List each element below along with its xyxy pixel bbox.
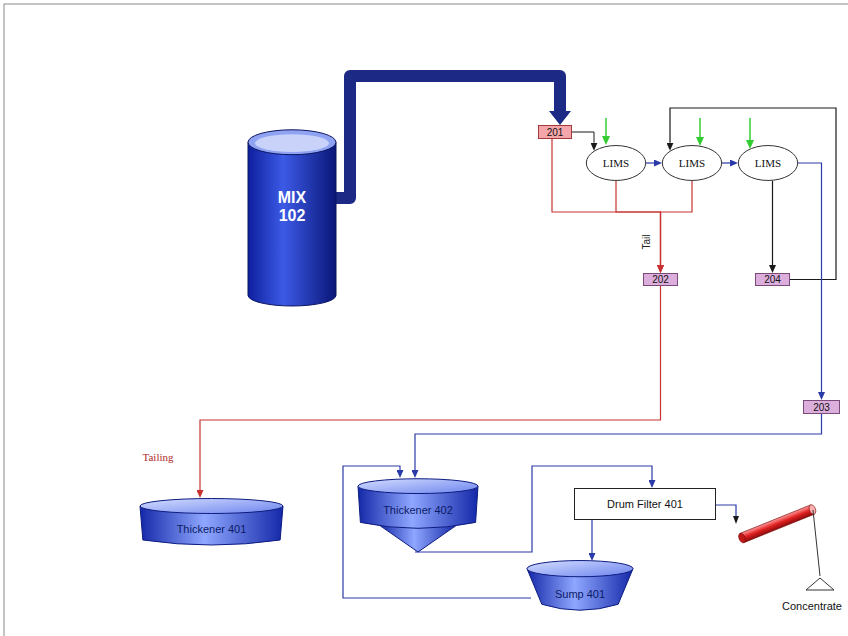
thickener: Thickener 402 xyxy=(358,478,478,552)
node-label: LIMS xyxy=(755,157,781,169)
node-label: Drum Filter 401 xyxy=(607,498,683,510)
drum-filter: Drum Filter 401 xyxy=(574,488,716,520)
sump: Sump 401 xyxy=(527,560,633,614)
node-label: MIX 102 xyxy=(268,189,316,225)
flow-line xyxy=(670,108,836,280)
flow-line xyxy=(334,76,560,198)
node-label: LIMS xyxy=(679,157,705,169)
flow-line xyxy=(572,132,594,143)
flow-line xyxy=(646,162,654,163)
product-label: Concentrate xyxy=(782,600,842,612)
flow-line xyxy=(591,520,592,553)
flow-line xyxy=(798,163,822,392)
lims-separator: LIMS xyxy=(738,145,798,181)
stream-tag: 202 xyxy=(643,273,678,286)
stream-tag: 203 xyxy=(803,400,840,414)
flow-line xyxy=(661,181,693,265)
flow-line xyxy=(616,181,661,265)
mix-tank: MIX 102 xyxy=(248,128,336,306)
node-label: 202 xyxy=(652,274,669,285)
flow-line xyxy=(772,181,773,265)
node-label: Thickener 402 xyxy=(383,504,453,516)
flow-line xyxy=(200,286,661,490)
node-label: LIMS xyxy=(603,157,629,169)
flow-line xyxy=(343,466,531,598)
flow-line xyxy=(415,414,822,470)
flow-line xyxy=(552,139,661,265)
stream-label: Tailing xyxy=(142,451,173,463)
concentrate-discharge xyxy=(716,504,834,590)
stream-tag: 201 xyxy=(538,125,572,139)
thickener: Thickener 401 xyxy=(140,498,283,548)
stream-label: Tail xyxy=(641,234,652,249)
node-label: Sump 401 xyxy=(555,588,605,600)
node-label: 201 xyxy=(547,127,564,138)
flow-line xyxy=(722,162,730,163)
stream-tag: 204 xyxy=(755,273,790,286)
node-label: 203 xyxy=(813,402,830,413)
lims-separator: LIMS xyxy=(586,145,646,181)
node-label: Thickener 401 xyxy=(177,523,247,535)
lims-separator: LIMS xyxy=(662,145,722,181)
water-addition xyxy=(606,118,750,140)
node-label: 204 xyxy=(764,274,781,285)
frame xyxy=(4,4,848,636)
sump-outline xyxy=(527,560,633,614)
